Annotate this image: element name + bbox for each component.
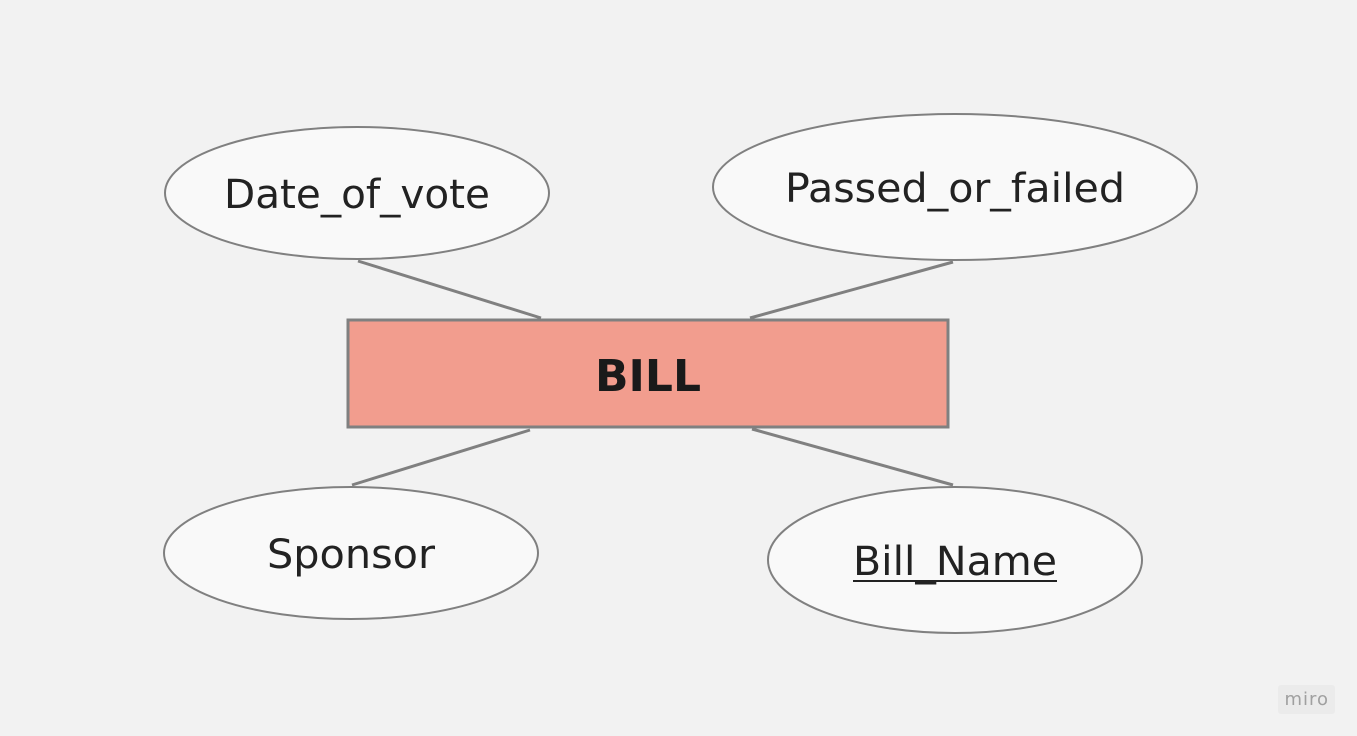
connector-bill-name	[751, 427, 954, 487]
connector-date-of-vote	[357, 259, 542, 320]
attribute-ellipse	[767, 486, 1143, 634]
connector-passed-or-failed	[749, 260, 954, 320]
attribute-ellipse	[712, 113, 1198, 261]
attribute-ellipse	[164, 126, 550, 260]
attribute-label: Date_of_vote	[224, 172, 490, 218]
attribute-date-of-vote[interactable]: Date_of_vote	[164, 126, 550, 260]
key-attribute-label: Bill_Name	[853, 539, 1057, 585]
miro-logo: miro	[1278, 685, 1335, 714]
attribute-bill-name[interactable]: Bill_Name	[767, 486, 1143, 634]
attribute-ellipse	[163, 486, 539, 620]
attribute-passed-or-failed[interactable]: Passed_or_failed	[712, 113, 1198, 261]
attribute-label: Passed_or_failed	[785, 166, 1125, 212]
entity-bill[interactable]: BILL	[346, 318, 950, 429]
connector-sponsor	[351, 428, 531, 487]
connectors	[351, 259, 954, 487]
attribute-sponsor[interactable]: Sponsor	[163, 486, 539, 620]
entity-label: BILL	[595, 351, 701, 402]
attribute-label: Sponsor	[267, 532, 436, 578]
entity-box	[346, 318, 950, 429]
